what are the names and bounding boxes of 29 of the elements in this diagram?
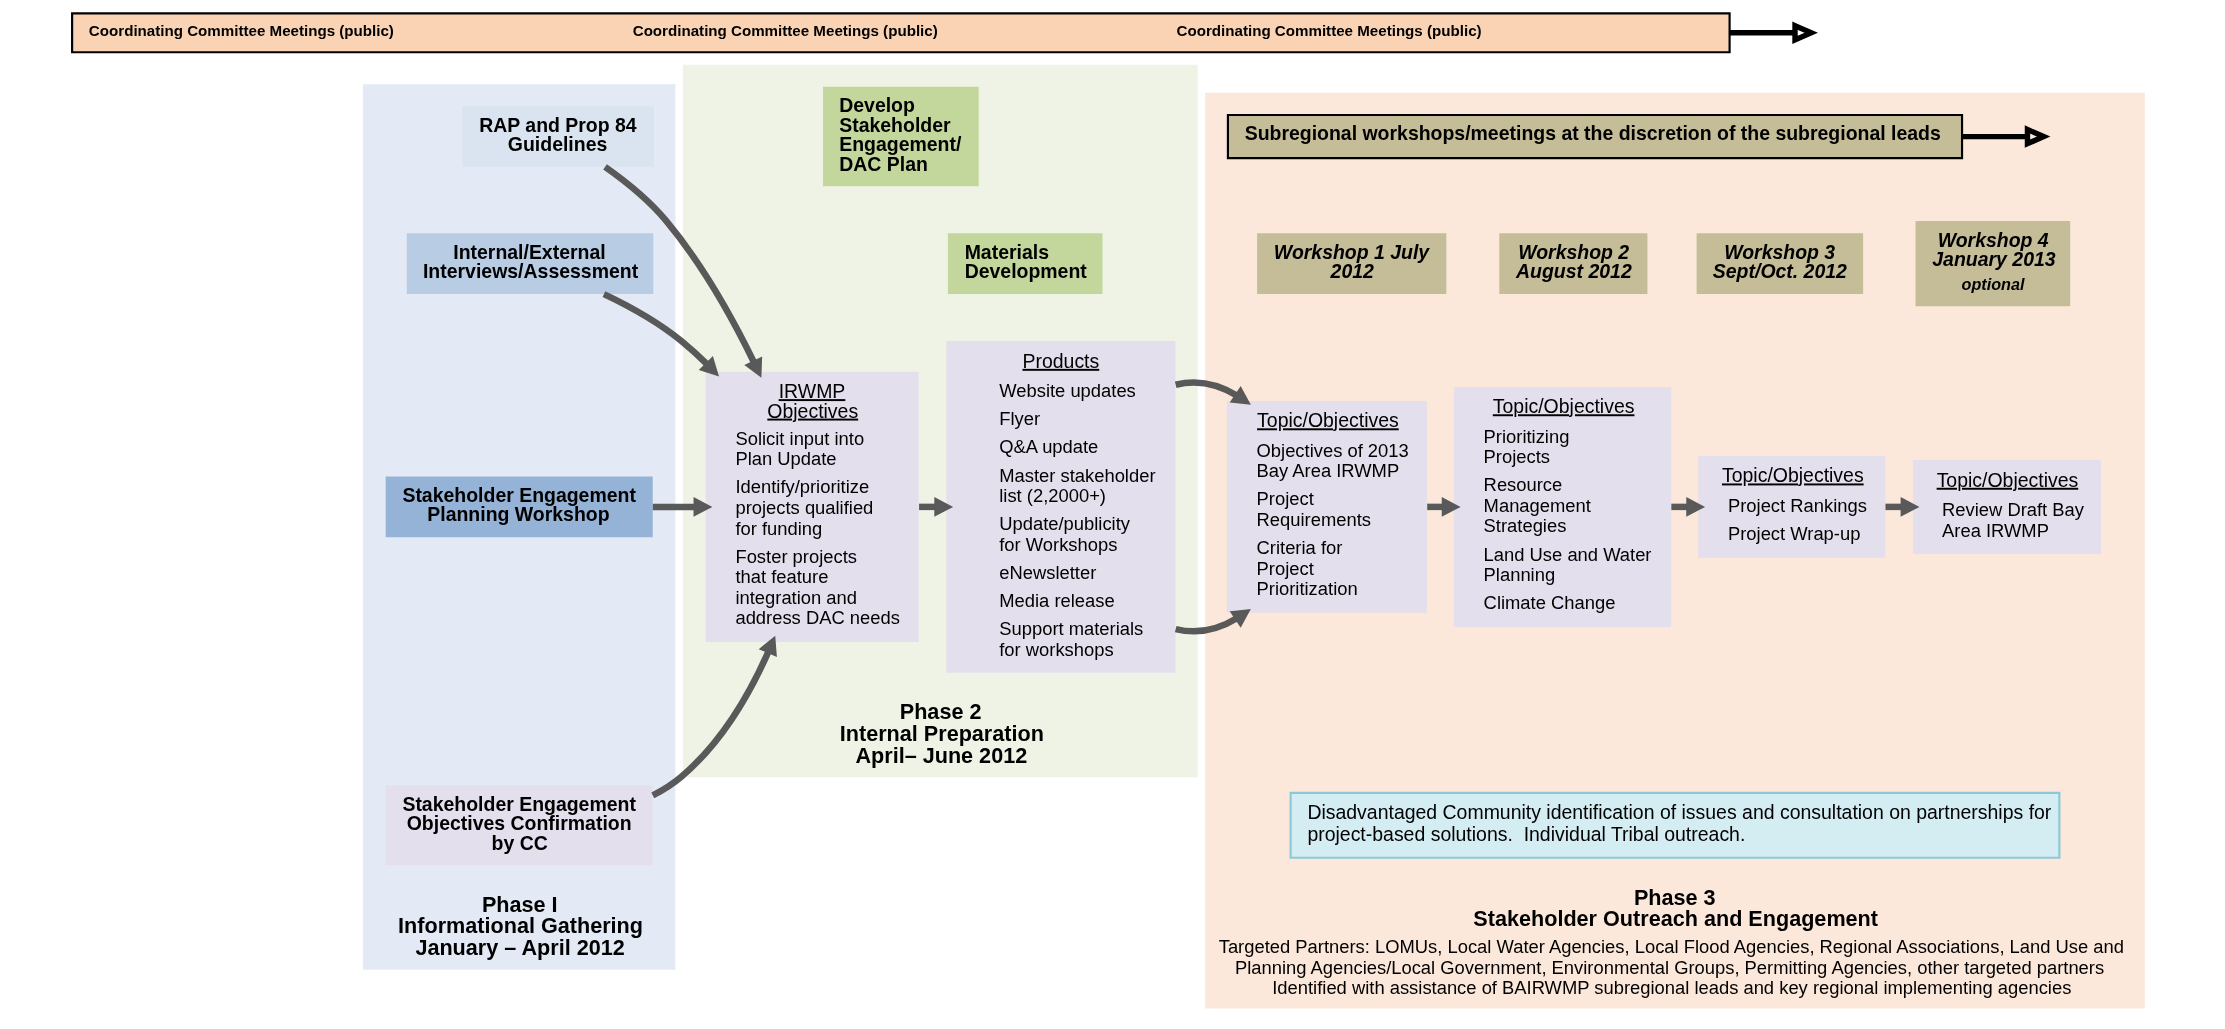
node-box: RAP and Prop 84 Guidelines (462, 105, 654, 167)
arrow (652, 496, 713, 517)
node-box: Workshop 3 Sept/Oct. 2012 (1696, 232, 1864, 294)
node-box: Develop Stakeholder Engagement/ DAC Plan (823, 86, 979, 186)
node-box: Workshop 1 July 2012 (1257, 232, 1447, 294)
arrow (602, 290, 720, 376)
arrow (603, 163, 763, 378)
node-box: Workshop 2 August 2012 (1499, 232, 1648, 294)
node-box: Products Website updates Flyer Q&A update Master stakeholder list (2,2000+) Update/publicity for Workshops eNewsletter Media release Support materials for workshops (946, 340, 1176, 673)
node-box: Topic/Objectives Review Draft Bay Area IRWMP (1912, 459, 2101, 554)
arrow (651, 635, 777, 798)
node-box: Coordinating Committee Meetings (public) Coordinating Committee Meetings (public) Coordinating Committee Meetings (public) (71, 11, 1731, 53)
arrow (1962, 124, 2051, 148)
node-box: Subregional workshops/meetings at the discretion of the subregional leads (1226, 113, 1964, 159)
arrow (919, 496, 954, 517)
node-box: Topic/Objectives Prioritizing Projects Resource Management Strategies Land Use and Water Planning Climate Change (1453, 386, 1672, 627)
node-box: Stakeholder Engagement Objectives Confirmation by CC (385, 784, 653, 865)
node-box: Materials Development (947, 232, 1103, 294)
node-box: Workshop 4 January 2013 optional (1915, 220, 2071, 306)
arrow (1174, 378, 1251, 635)
arrow (1671, 496, 1706, 517)
node-box: Stakeholder Engagement Planning Workshop (385, 476, 653, 537)
node-box: Internal/External Interviews/Assessment (406, 232, 654, 294)
node-box: Disadvantaged Community identification of issues and consultation on partnerships for project-based solutions. Individual Tribal outreach. (1289, 791, 2061, 859)
node-box: Topic/Objectives Project Rankings Project Wrap-up (1698, 455, 1886, 558)
arrow (1729, 21, 1818, 44)
arrow (1885, 496, 1920, 517)
node-box: IRWMP Objectives Solicit input into Plan Update Identify/prioritize projects qualified for funding Foster projects that feature integration and address DAC needs (705, 371, 919, 642)
node-box: Topic/Objectives Objectives of 2013 Bay Area IRWMP Project Requirements Criteria for Project Prioritization (1226, 400, 1427, 613)
